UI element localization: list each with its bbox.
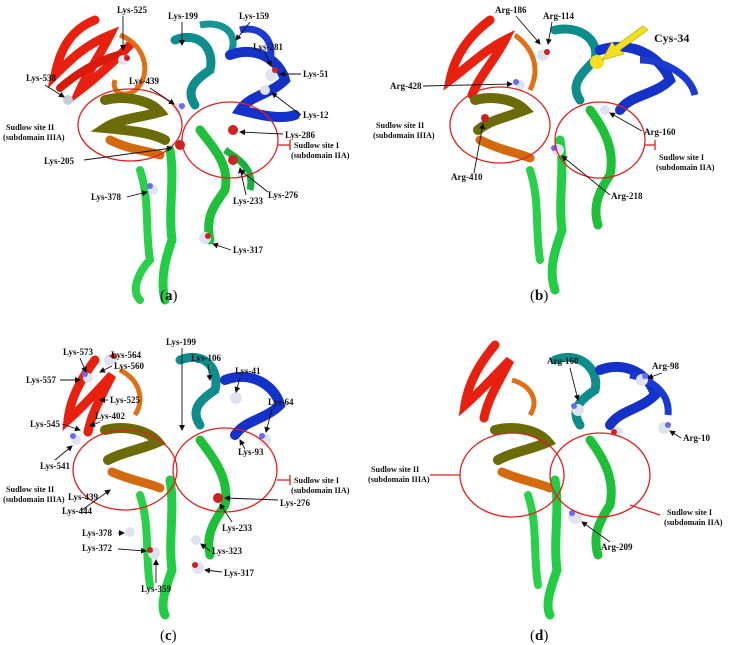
site-ii-sub-c: (subdomain IIIA) [3, 495, 65, 504]
label-a-0: Lys-525 [117, 5, 148, 15]
label-c-12: Lys-541 [40, 461, 71, 471]
label-a-12: Lys-276 [268, 190, 299, 200]
label-c-15: Lys-276 [280, 498, 311, 508]
site-ii-label-b: Sudlow site II [376, 121, 424, 130]
label-c-3: Lys-199 [166, 337, 197, 347]
label-a-5: Lys-538 [26, 73, 57, 83]
protein-ribbon-d [458, 340, 672, 620]
label-c-17: Lys-378 [82, 528, 113, 538]
site-ring-i-d [549, 432, 651, 518]
site-ring-ii-b [449, 86, 551, 164]
label-d-2: Arg-10 [683, 433, 710, 443]
site-i-label-d: Sudlow site I [667, 508, 712, 517]
label-c-8: Lys-64 [268, 397, 294, 407]
site-ring-i-a [181, 101, 279, 179]
protein-ribbon-c [62, 352, 286, 620]
protein-ribbon-a [47, 15, 300, 305]
label-c-6: Lys-525 [110, 395, 141, 405]
label-c-10: Lys-545 [30, 419, 61, 429]
label-a-7: Lys-12 [303, 110, 329, 120]
site-ring-ii-a [77, 88, 183, 162]
label-a-9: Lys-205 [44, 156, 75, 166]
label-a-10: Lys-378 [91, 192, 122, 202]
label-c-11: Lys-93 [238, 447, 264, 457]
label-d-3: Arg-209 [601, 542, 633, 552]
label-a-13: Lys-317 [233, 245, 264, 255]
site-i-label-a: Sudlow site I [294, 141, 339, 150]
label-b-0: Arg-186 [495, 5, 527, 15]
label-c-7: Lys-41 [235, 366, 261, 376]
site-i-sub-d: (subdomain IIA) [664, 518, 723, 527]
label-a-1: Lys-199 [168, 11, 199, 21]
label-cys34: Cys-34 [654, 31, 689, 45]
panel-a: Lys-525 Lys-199 Lys-159 Lys-281 Lys-51 L… [3, 5, 350, 305]
caption-b: (b) [530, 288, 548, 304]
site-ii-sub-a: (subdomain IIIA) [3, 133, 65, 142]
label-c-1: Lys-573 [63, 347, 94, 357]
label-c-5: Lys-557 [26, 375, 57, 385]
label-d-1: Arg-98 [652, 361, 679, 371]
label-c-2: Lys-560 [114, 361, 145, 371]
label-b-5: Arg-218 [611, 191, 643, 201]
panel-b: Arg-186 Arg-114 Cys-34 Arg-428 Arg-160 A… [373, 5, 715, 304]
label-c-13: Lys-439 [68, 492, 99, 502]
label-c-16: Lys-233 [222, 523, 253, 533]
site-ii-label-d: Sudlow site II [371, 465, 419, 474]
panel-c: Lys-564 Lys-573 Lys-560 Lys-199 Lys-106 … [3, 337, 350, 644]
label-b-2: Arg-428 [390, 81, 422, 91]
site-i-label-c: Sudlow site I [294, 476, 339, 485]
site-ring-ii-c [72, 429, 178, 511]
site-ring-i-b [554, 101, 646, 179]
label-d-0: Arg-160 [547, 356, 579, 366]
label-a-3: Lys-281 [253, 42, 284, 52]
label-c-19: Lys-323 [212, 546, 243, 556]
caption-c: (c) [160, 628, 177, 644]
label-c-14: Lys-444 [62, 506, 93, 516]
label-c-18: Lys-372 [82, 543, 113, 553]
protein-ribbon-b [443, 15, 699, 295]
label-a-8: Lys-286 [285, 130, 316, 140]
label-a-11: Lys-233 [233, 196, 264, 206]
label-c-20: Lys-317 [224, 568, 255, 578]
caption-a: (a) [160, 288, 178, 304]
site-ii-sub-d: (subdomain IIIA) [368, 475, 430, 484]
site-ii-label-c: Sudlow site II [6, 485, 54, 494]
label-c-21: Lys-359 [141, 584, 172, 594]
caption-d: (d) [530, 628, 548, 644]
site-i-sub-c: (subdomain IIA) [291, 486, 350, 495]
site-i-sub-b: (subdomain IIA) [656, 163, 715, 172]
label-c-0: Lys-564 [111, 350, 142, 360]
label-b-1: Arg-114 [543, 11, 574, 21]
site-i-sub-a: (subdomain IIA) [291, 151, 350, 160]
label-c-9: Lys-402 [95, 411, 126, 421]
site-i-label-b: Sudlow site I [659, 153, 704, 162]
label-b-4: Arg-410 [451, 172, 483, 182]
site-ii-sub-b: (subdomain IIIA) [373, 131, 435, 140]
panel-d: Arg-160 Arg-98 Arg-10 Arg-209 Sudlow sit… [368, 340, 723, 644]
site-ii-label-a: Sudlow site II [6, 123, 54, 132]
label-a-6: Lys-439 [129, 76, 160, 86]
cys-arrow-icon [601, 25, 649, 61]
label-a-4: Lys-51 [303, 69, 329, 79]
label-b-3: Arg-160 [644, 127, 676, 137]
label-a-2: Lys-159 [239, 11, 270, 21]
label-c-4: Lys-106 [191, 353, 222, 363]
